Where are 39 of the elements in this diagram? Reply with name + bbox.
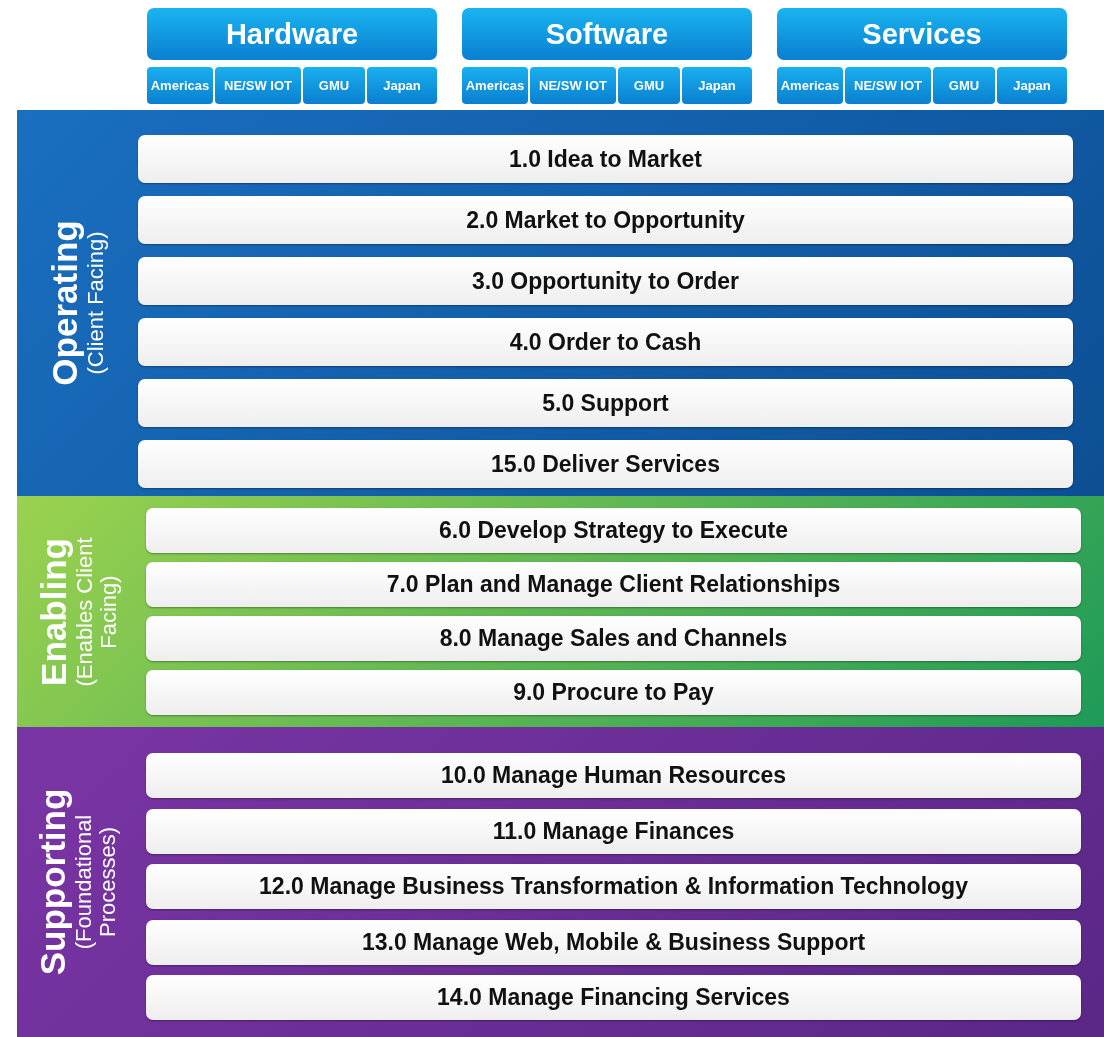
process-box: 2.0 Market to Opportunity [138,196,1073,244]
category-header: Services [777,8,1067,60]
region-tab: Japan [367,67,437,104]
process-box: 4.0 Order to Cash [138,318,1073,366]
section-band [17,496,1104,727]
process-box: 5.0 Support [138,379,1073,427]
section-title: Supporting [34,788,72,976]
region-tab: Americas [462,67,528,104]
category-header: Hardware [147,8,437,60]
process-box: 14.0 Manage Financing Services [146,975,1081,1020]
region-tab: NE/SW IOT [845,67,931,104]
region-tab: NE/SW IOT [215,67,301,104]
section-subtitle: (Foundational Processes) [72,814,120,950]
section-title: Enabling [34,537,72,686]
process-box: 9.0 Procure to Pay [146,670,1081,715]
region-tab: Americas [777,67,843,104]
process-box: 7.0 Plan and Manage Client Relationships [146,562,1081,607]
process-box: 8.0 Manage Sales and Channels [146,616,1081,661]
process-box: 1.0 Idea to Market [138,135,1073,183]
process-box: 12.0 Manage Business Transformation & Information Technology [146,864,1081,909]
region-tab: GMU [303,67,365,104]
region-tab: GMU [933,67,995,104]
region-tab: Japan [997,67,1067,104]
section-subtitle: (Client Facing) [84,231,108,375]
process-box: 15.0 Deliver Services [138,440,1073,488]
section-band [17,110,1104,496]
section-band [17,727,1104,1037]
region-tab: Americas [147,67,213,104]
region-tab: NE/SW IOT [530,67,616,104]
process-box: 10.0 Manage Human Resources [146,753,1081,798]
section-title: Operating [46,220,84,386]
process-box: 6.0 Develop Strategy to Execute [146,508,1081,553]
process-box: 11.0 Manage Finances [146,808,1081,854]
process-box: 3.0 Opportunity to Order [138,257,1073,305]
category-header: Software [462,8,752,60]
region-tab: Japan [682,67,752,104]
process-box: 13.0 Manage Web, Mobile & Business Support [146,919,1081,965]
section-subtitle: (Enables Client Facing) [72,535,120,689]
region-tab: GMU [618,67,680,104]
